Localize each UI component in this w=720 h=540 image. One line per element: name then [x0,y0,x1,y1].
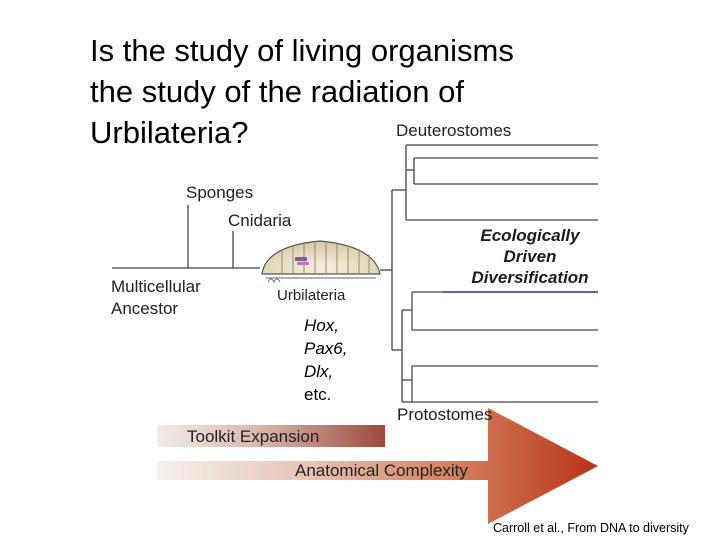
eco-line-1: Ecologically [480,226,580,245]
eco-line-2: Driven [503,247,557,266]
multicellular-ancestor-line-1: Multicellular [111,277,201,296]
bilaterian-tree [380,144,598,403]
gene-etc: etc. [304,385,332,404]
ecological-diversification-label: Ecologically Driven Diversification [440,225,620,288]
gene-hox: Hox, [304,316,339,335]
title-line-2: the study of the radiation of [90,74,464,109]
protostomes-label: Protostomes [397,405,493,424]
toolkit-genes-list: Hox, Pax6, Dlx, etc. [304,314,347,406]
multicellular-ancestor-line-2: Ancestor [111,299,179,318]
title-line-3: Urbilateria? [90,115,249,150]
gene-pax6: Pax6, [304,339,348,358]
urbilateria-embryo [261,240,381,284]
title-line-1: Is the study of living organisms [90,33,514,68]
basal-tree-lines [112,205,260,269]
cnidaria-label: Cnidaria [228,211,292,230]
multicellular-ancestor-label: Multicellular Ancestor [111,276,201,320]
toolkit-expansion-label: Toolkit Expansion [187,427,320,446]
gene-dlx: Dlx, [304,362,334,381]
eco-line-3: Diversification [471,268,589,287]
deuterostomes-label: Deuterostomes [396,121,512,140]
urbilateria-label: Urbilateria [277,287,346,304]
slide-title: Is the study of living organisms the stu… [90,30,514,153]
anatomical-complexity-arrow [157,408,598,524]
sponges-label: Sponges [186,183,254,202]
source-credit: Carroll et al., From DNA to diversity [493,521,689,535]
toolkit-expansion-bar [157,425,385,447]
anatomical-complexity-label: Anatomical Complexity [295,461,468,480]
